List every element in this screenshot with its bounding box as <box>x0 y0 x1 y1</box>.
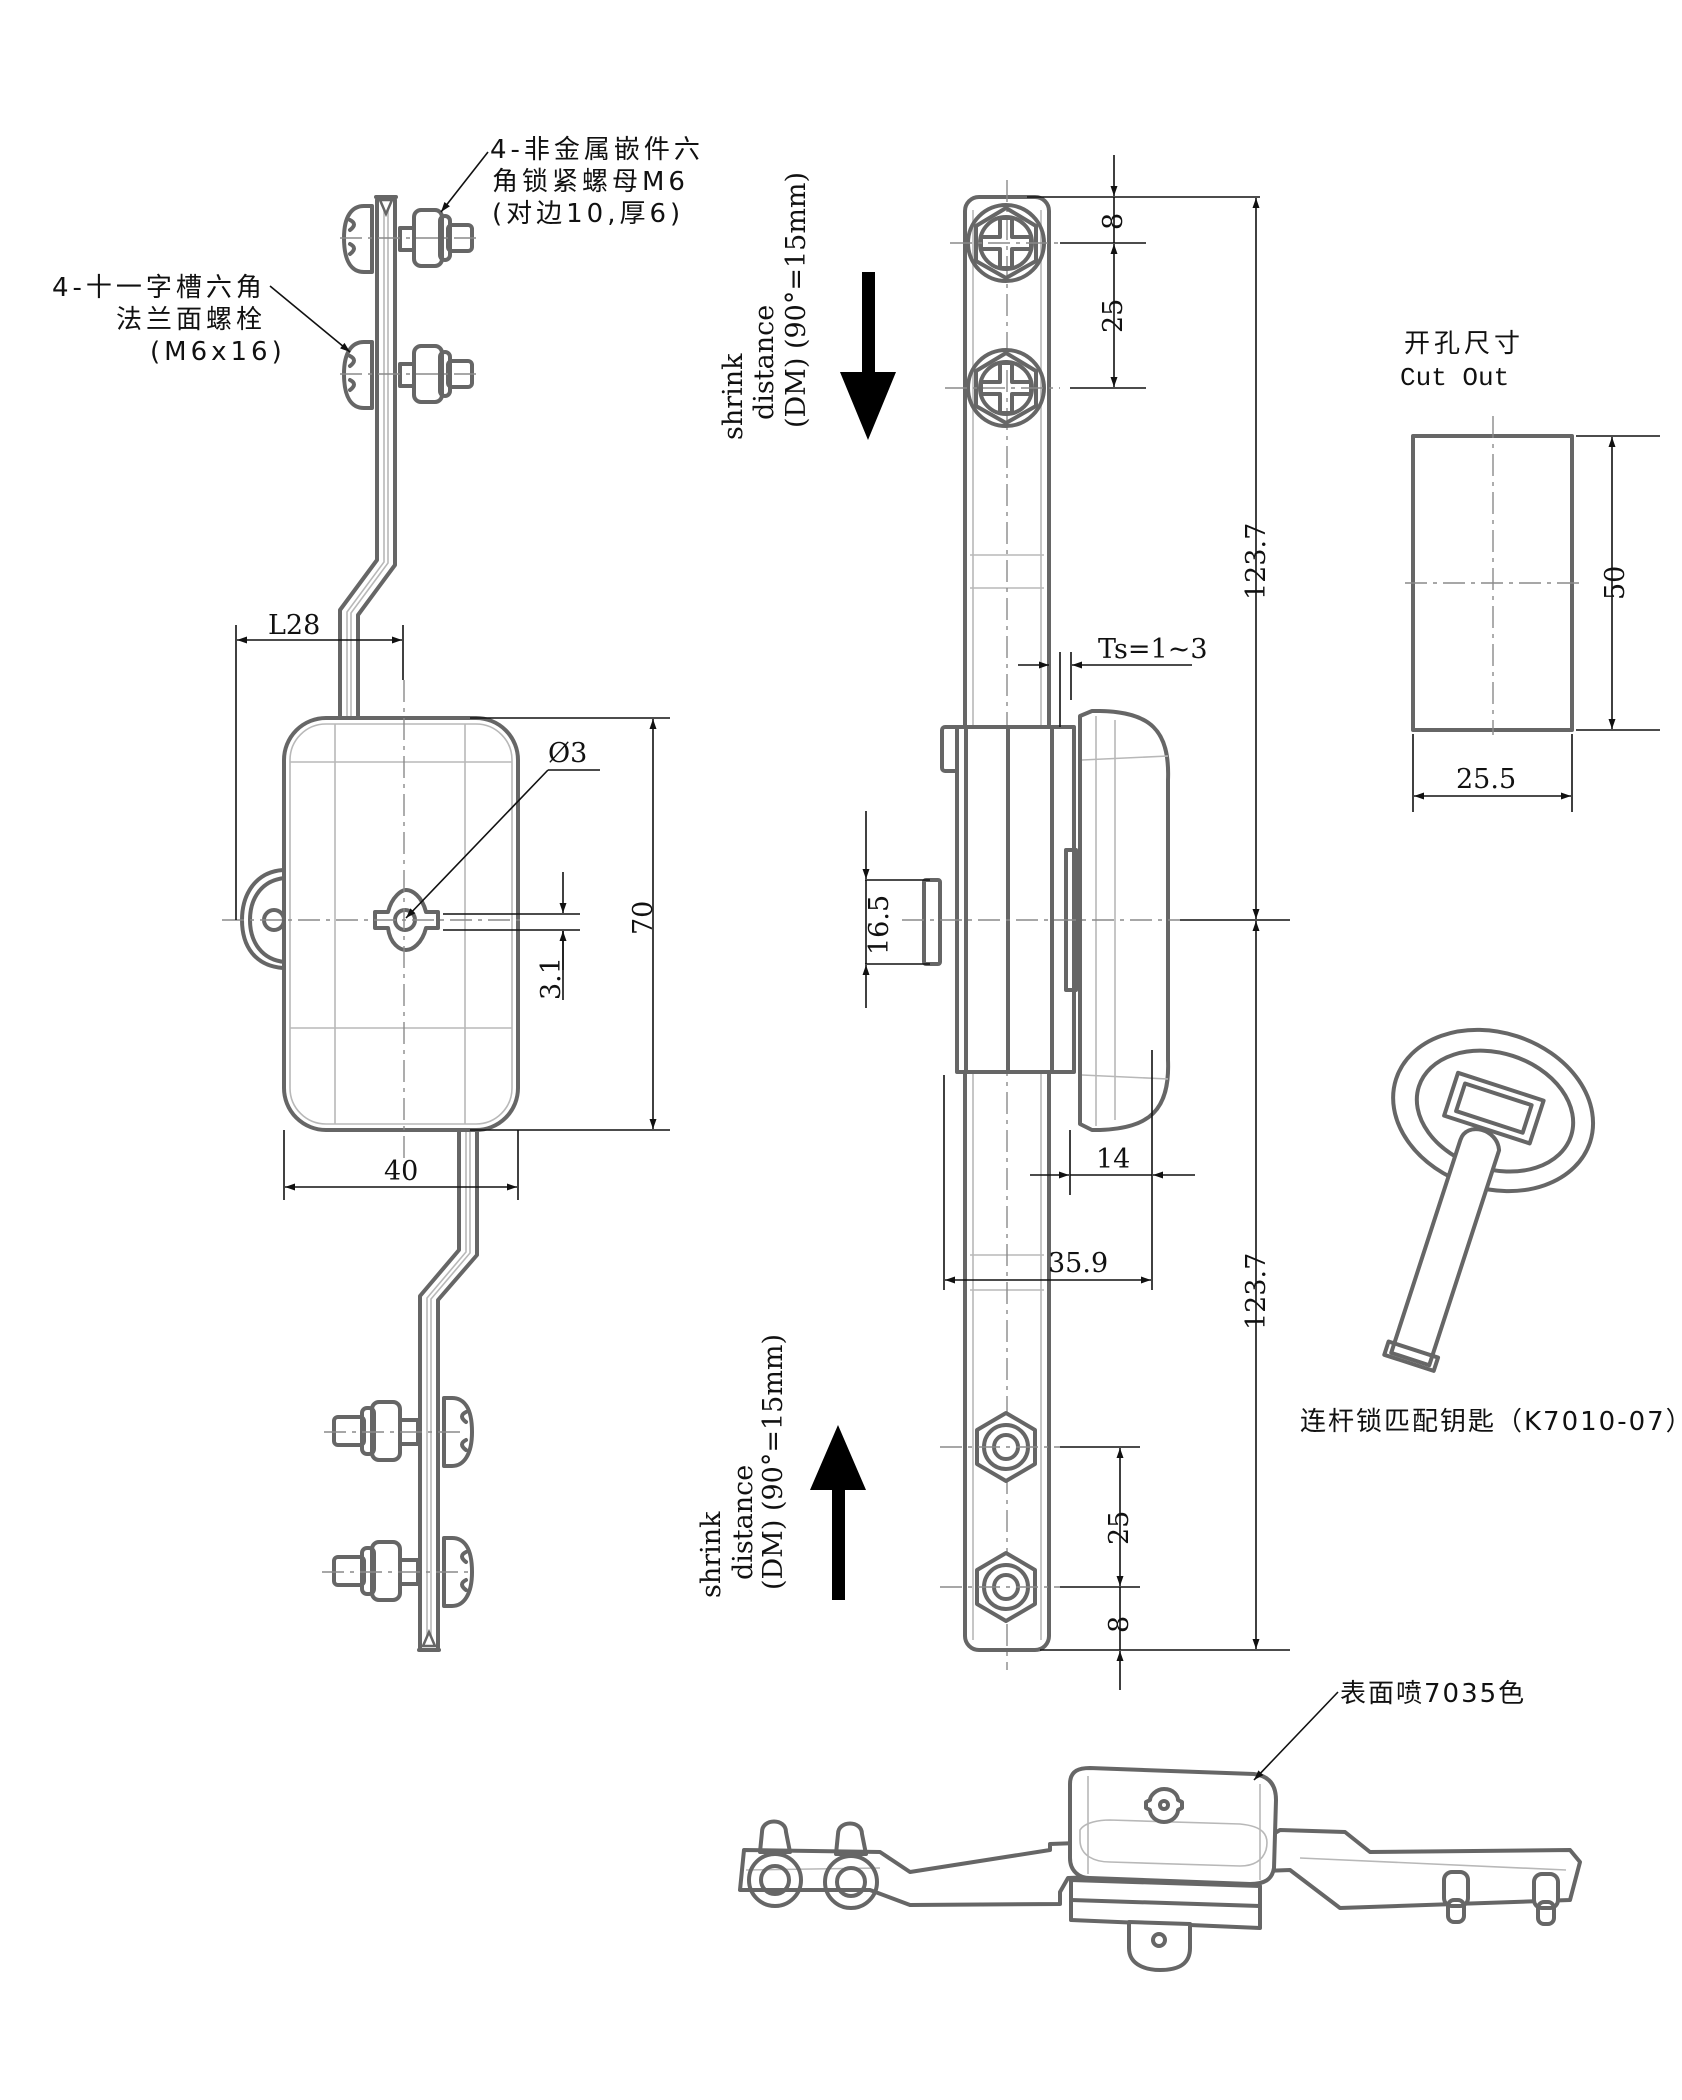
dim-top-25: 25 <box>1070 244 1146 389</box>
callout-bolt: 4-十一字槽六角 法兰面螺栓 (M6x16) <box>52 273 351 367</box>
dim-top-25-label: 25 <box>1098 299 1129 333</box>
cutout-title-en: Cut Out <box>1400 363 1509 393</box>
dim-width-40: 40 <box>283 1130 519 1200</box>
callout-nut-line2: 角锁紧螺母M6 <box>492 167 689 197</box>
dim-keyway: 3.1 <box>443 872 580 1000</box>
dim-cap-14: 14 <box>1030 1050 1195 1290</box>
dim-height-label: 70 <box>628 901 659 935</box>
dim-top-8: 8 <box>1027 155 1260 244</box>
perspective-view: 表面喷7035色 <box>738 1679 1582 1972</box>
cross-bolt-top-2 <box>945 348 1060 428</box>
shrink-top-line2: distance <box>749 305 780 420</box>
dim-height-70: 70 <box>470 717 670 1131</box>
dim-keyway-label: 3.1 <box>536 957 567 1000</box>
perspective-bolt-left-2 <box>823 1821 879 1910</box>
dim-bottom-8: 8 <box>1104 1587 1135 1690</box>
upper-bolt-2 <box>340 340 478 410</box>
dim-half-length-top: 123.7 <box>1241 198 1272 919</box>
hex-nut-bottom-1 <box>940 1411 1060 1483</box>
shrink-note-top: shrink distance (DM) (90°=15mm) <box>718 172 896 440</box>
dim-width-label: 40 <box>384 1156 418 1187</box>
dim-bottom-25-label: 25 <box>1104 1511 1135 1545</box>
shrink-bottom-line2: distance <box>728 1465 759 1580</box>
dim-cap-label: 14 <box>1096 1144 1130 1175</box>
front-view: L28 Ø3 3.1 70 40 <box>52 135 704 1652</box>
callout-bolt-line3: (M6x16) <box>150 337 286 367</box>
key-caption: 连杆锁匹配钥匙（K7010-07） <box>1300 1407 1682 1437</box>
shrink-note-bottom: shrink distance (DM) (90°=15mm) <box>696 1334 866 1600</box>
callout-bolt-line1: 4-十一字槽六角 <box>52 273 266 303</box>
shrink-top-line1: shrink <box>718 353 749 440</box>
dim-bottom-8-label: 8 <box>1104 1616 1135 1633</box>
dim-depth-35-9: 35.9 <box>943 1075 1151 1290</box>
upper-rod <box>338 195 398 722</box>
callout-nut-line1: 4-非金属嵌件六 <box>490 135 704 165</box>
dim-half-bottom-label: 123.7 <box>1241 1253 1272 1330</box>
dim-diameter-label: Ø3 <box>548 738 587 769</box>
cutout-view: 开孔尺寸 Cut Out 50 25.5 <box>1400 329 1660 812</box>
perspective-nut-right-2 <box>1532 1872 1560 1926</box>
shrink-bottom-line3: (DM) (90°=15mm) <box>758 1334 789 1590</box>
surface-finish-callout: 表面喷7035色 <box>1340 1679 1526 1709</box>
perspective-keyhole <box>1144 1787 1184 1824</box>
dim-top-8-label: 8 <box>1098 213 1129 230</box>
lock-housing-front <box>240 716 520 1132</box>
dim-ts-label: Ts=1~3 <box>1098 634 1208 665</box>
dim-half-length-bottom: 123.7 <box>1040 919 1290 1651</box>
arrow-down-icon <box>840 272 896 440</box>
cutout-height-label: 50 <box>1600 566 1631 600</box>
dim-l28-label: L28 <box>268 610 320 641</box>
lock-body-side <box>922 709 1171 1132</box>
side-view: shrink distance (DM) (90°=15mm) <box>696 155 1290 1690</box>
dim-tongue-16-5: 16.5 <box>862 811 930 1008</box>
key-illustration: 连杆锁匹配钥匙（K7010-07） <box>1300 1027 1682 1437</box>
perspective-bolt-left-1 <box>747 1819 803 1908</box>
dim-half-top-label: 123.7 <box>1241 523 1272 600</box>
cutout-width-label: 25.5 <box>1456 764 1516 795</box>
arrow-up-icon <box>810 1425 866 1600</box>
shrink-bottom-line1: shrink <box>696 1511 727 1598</box>
dim-depth-label: 35.9 <box>1048 1248 1108 1279</box>
lower-bolt-1 <box>324 1396 474 1468</box>
dim-diameter-3: Ø3 <box>405 738 600 919</box>
callout-nut-line3: (对边10,厚6) <box>492 199 684 229</box>
dim-tongue-label: 16.5 <box>864 895 895 955</box>
dim-ts: Ts=1~3 <box>1018 634 1208 727</box>
perspective-nut-right-1 <box>1442 1870 1470 1924</box>
hex-nut-bottom-2 <box>940 1551 1060 1623</box>
lower-bolt-2 <box>322 1536 474 1608</box>
dim-bottom-25: 25 <box>1060 1446 1140 1588</box>
cross-bolt-top-1 <box>950 203 1060 283</box>
callout-bolt-line2: 法兰面螺栓 <box>116 305 266 335</box>
callout-nut: 4-非金属嵌件六 角锁紧螺母M6 (对边10,厚6) <box>440 135 704 229</box>
cutout-title-cn: 开孔尺寸 <box>1404 329 1524 359</box>
dim-l28: L28 <box>235 610 404 920</box>
upper-bolt-1 <box>340 204 478 274</box>
shrink-top-line3: (DM) (90°=15mm) <box>781 172 812 428</box>
